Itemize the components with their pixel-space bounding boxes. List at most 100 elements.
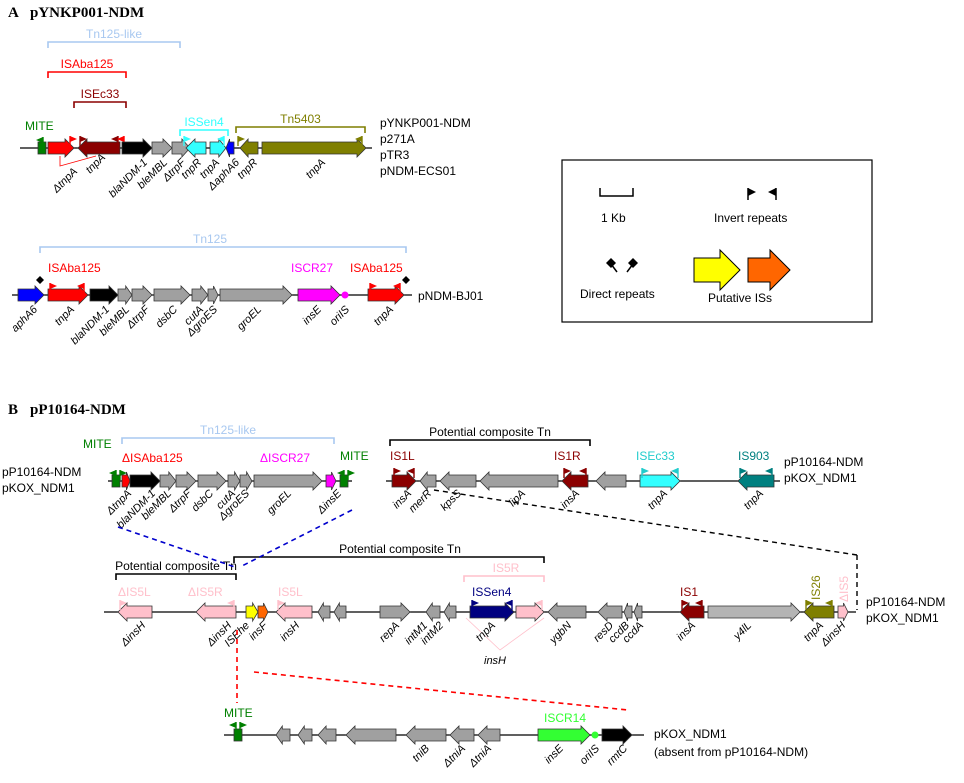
mite-box-r5 — [233, 728, 243, 742]
issen4-r1-bracket — [179, 129, 229, 136]
gene-dtrpF-r1 — [171, 137, 191, 159]
tn5403-r1-label: Tn5403 — [280, 112, 321, 126]
gene-kpsS-r3 — [439, 471, 477, 491]
dr-r2b — [402, 276, 410, 284]
glabel-dinsH1-r4: ΔinsH — [118, 620, 148, 650]
ir-r2a-head — [50, 283, 57, 289]
gene-tnpA-navy-r4 — [469, 602, 515, 622]
isec33-r1-label: ISEc33 — [81, 87, 120, 101]
gene-dsbC-r2 — [153, 285, 191, 305]
is26-label-r4: IS26 — [809, 575, 823, 600]
glabel-dsbC-r2: dsbC — [153, 304, 180, 331]
ir-r1a-head — [70, 136, 77, 142]
ir-r2d-head — [393, 283, 400, 289]
ir-r1d-head — [117, 136, 124, 142]
tn125like-r1-label: Tn125-like — [86, 27, 142, 41]
glabel-repA-r4: repA — [377, 620, 402, 645]
mite-flag-r1-head — [36, 137, 43, 143]
oriIS-dot-r2 — [341, 291, 349, 299]
glabel-tnpA1-r3: tnpA — [646, 488, 670, 512]
gene-groEL-r3 — [253, 471, 323, 491]
gene-rmtC-r5 — [601, 725, 633, 745]
glabel-tnpR2-r1: tnpR — [235, 157, 260, 182]
ir-r1e-head — [184, 136, 191, 142]
gene-is5r-r4 — [515, 602, 545, 622]
panel-a-title: pYNKP001-NDM — [30, 5, 144, 21]
gene-tnpA1-r2 — [47, 285, 89, 305]
gene-insA2-r3 — [561, 471, 589, 491]
gene-ccdB-r4 — [623, 602, 633, 622]
gene-g1-r5 — [275, 724, 291, 746]
ir-r3b-head — [120, 470, 127, 476]
plasmid-label-r3-0: pP10164-NDM — [2, 465, 81, 479]
mite-box-r1 — [37, 141, 47, 155]
gene-ccdA-r4 — [633, 602, 643, 622]
dr-r2a — [36, 276, 44, 284]
ir-r5b-head — [240, 722, 247, 728]
glabel-insH2-r4: insH — [484, 655, 506, 667]
glabel-merR-r3: merR — [407, 488, 435, 516]
is1r-label-r3: IS1R — [554, 449, 581, 463]
mite-label-r1: MITE — [25, 119, 54, 133]
gene-tnpA-r1 — [77, 138, 121, 158]
ir-r3f-head — [407, 468, 414, 474]
gene-dgroES-r3 — [239, 470, 253, 492]
ir-r4a-head — [120, 600, 127, 606]
gene-grey1-r4 — [317, 601, 331, 623]
ir-r1b-head — [80, 136, 87, 142]
legend-frame — [561, 159, 873, 323]
putative-is-orange-arrow — [747, 248, 791, 292]
potential-r3-label: Potential composite Tn — [429, 425, 551, 439]
glabel-tnpA1-r2: tnpA — [53, 304, 77, 328]
plasmid-label-r5-0: pKOX_NDM1 — [654, 727, 727, 741]
ir-r3i-head — [642, 468, 649, 474]
glabel-dinsH3-r4: ΔinsH — [818, 620, 848, 650]
potential1-r4-bracket — [115, 573, 237, 580]
plasmid-label-r1-0: pYNKP001-NDM — [380, 116, 471, 130]
gene-groEL-r2 — [219, 285, 293, 305]
gene-g2-r5 — [297, 724, 313, 746]
gene-is26-r4 — [803, 602, 835, 622]
glabel-insE-r5: insE — [542, 742, 566, 766]
plasmid-label-r4-1: pKOX_NDM1 — [866, 611, 939, 625]
gene-intM1-r4 — [425, 601, 441, 623]
glabel-lipA-r3: lipA — [507, 488, 528, 509]
glabel-dsbC-r3: dsbC — [189, 488, 216, 515]
glabel-tnpA-c-r1: tnpA — [304, 157, 328, 181]
glabel-insA2-r3: insA — [558, 488, 582, 512]
gene-dsbC-r3 — [197, 471, 227, 491]
gene-resD-r4 — [597, 602, 623, 622]
ir-r4c-head — [278, 600, 285, 606]
gene-is903-r3 — [737, 471, 775, 491]
isaba125-r1-bracket — [47, 71, 127, 78]
gene-insF-r4 — [257, 602, 269, 622]
glabel-dtrpF-r3: ΔtrpF — [166, 487, 195, 516]
plasmid-label-r1-2: pTR3 — [380, 148, 410, 162]
gene-tnpA-cyan-r1 — [209, 137, 227, 159]
is5r-r4-label: IS5R — [493, 561, 520, 575]
plasmid-label-r3-r0: pP10164-NDM — [784, 455, 863, 469]
gene-daphA6-r1 — [225, 138, 235, 158]
gene-bla-r1 — [121, 138, 153, 158]
gene-bla-r3 — [129, 471, 161, 491]
gene-dgroES-r2 — [207, 285, 219, 305]
gene-grey-r3 — [595, 471, 627, 491]
gene-g4-r5 — [345, 725, 397, 745]
ir-r3k-head — [740, 468, 747, 474]
direct-repeat-icon — [606, 258, 638, 273]
ir-r4f-head — [535, 600, 542, 606]
glabel-dinsE-r3: ΔinsE — [315, 487, 345, 517]
ir-r1h-head — [355, 136, 362, 142]
mite-label-r5: MITE — [224, 706, 253, 720]
glabel-groEL-r3: groEL — [265, 488, 294, 517]
gene-cutA-r3 — [227, 470, 241, 492]
tn125-r2-bracket — [39, 246, 407, 253]
tn5403-r1-bracket — [235, 126, 366, 133]
tn125-r2-label: Tn125 — [193, 232, 227, 246]
dis5l-label-r4: ΔIS5L — [118, 585, 151, 599]
glabel-groEL-r2: groEL — [235, 304, 264, 333]
mite-r-r3: MITE — [340, 449, 369, 463]
glabel-rmtC-r5: rmtC — [605, 743, 630, 768]
